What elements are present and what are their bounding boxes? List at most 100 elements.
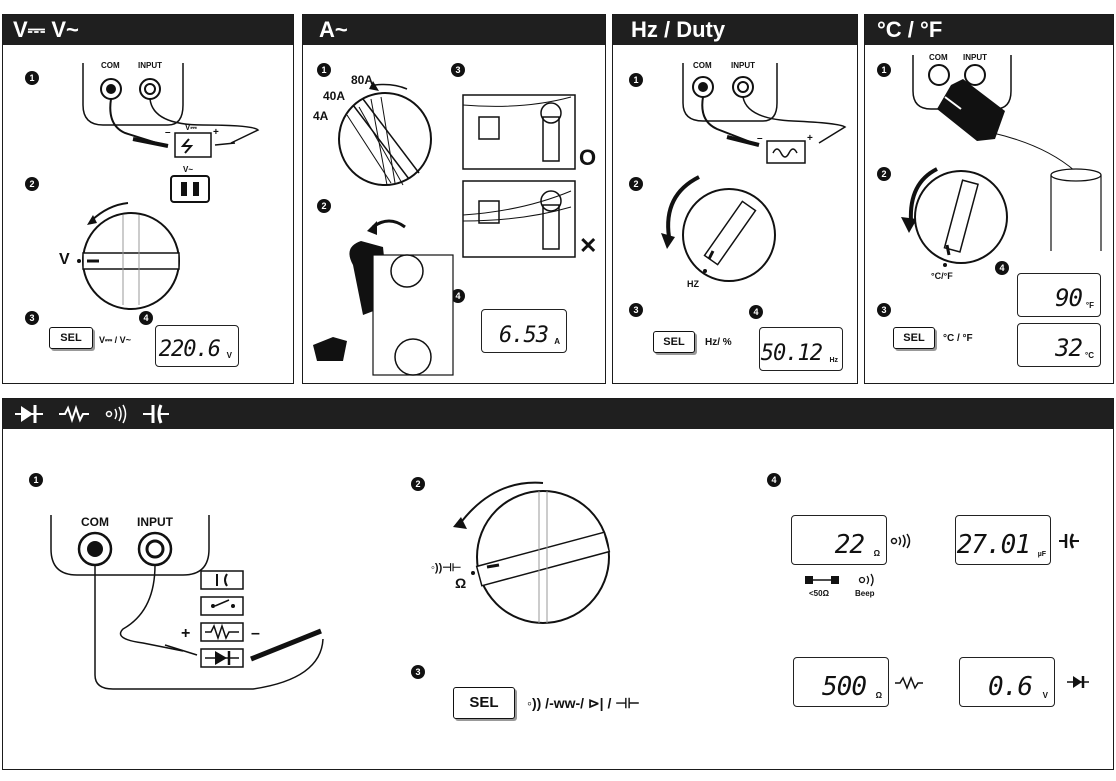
com-jack-label: COM bbox=[693, 61, 712, 70]
volt-reading: 220.6 bbox=[158, 337, 221, 362]
step-4-badge: 4 bbox=[451, 289, 465, 303]
step-2-badge: 2 bbox=[25, 177, 39, 191]
step-2-badge: 2 bbox=[629, 177, 643, 191]
fahrenheit-reading: 90 bbox=[1055, 284, 1083, 312]
resistor-icon bbox=[895, 675, 923, 691]
beep-label: Beep bbox=[855, 589, 875, 598]
temp-panel: °C / °F 1 2 3 4 COM INPUT °C/°F 90 °F 32… bbox=[864, 14, 1114, 384]
dc-source-label: V⎓ bbox=[185, 123, 197, 132]
capacitance-lcd: 27.01 µF bbox=[955, 515, 1051, 565]
hz-reading: 50.12 bbox=[760, 341, 823, 366]
resistance-unit: Ω bbox=[875, 691, 882, 700]
input-jack-label: INPUT bbox=[963, 53, 987, 62]
step-3-badge: 3 bbox=[25, 311, 39, 325]
celsius-reading: 32 bbox=[1055, 334, 1083, 362]
capacitor-icon bbox=[143, 404, 169, 424]
short-circuit-icon bbox=[805, 576, 839, 584]
input-jack-label: INPUT bbox=[138, 61, 162, 70]
amp-reading: 6.53 bbox=[499, 323, 549, 348]
step-2-badge: 2 bbox=[411, 477, 425, 491]
rotary-dial bbox=[453, 481, 611, 624]
diode-reading: 0.6 bbox=[988, 672, 1033, 702]
wrong-icon: ✕ bbox=[579, 233, 598, 258]
probe-plus-label: + bbox=[181, 625, 191, 642]
volt-lcd: 220.6 V bbox=[155, 325, 239, 367]
capacitance-unit: µF bbox=[1037, 551, 1046, 558]
step-1-badge: 1 bbox=[629, 73, 643, 87]
step-1-badge: 1 bbox=[317, 63, 331, 77]
dial-hz-label: HZ bbox=[687, 279, 699, 289]
correct-icon: O bbox=[579, 145, 597, 170]
continuity-reading: 22 bbox=[834, 530, 865, 560]
probe-minus-label: – bbox=[757, 133, 763, 144]
probe-plus-label: + bbox=[807, 133, 813, 144]
step-4-badge: 4 bbox=[995, 261, 1009, 275]
fahrenheit-unit: °F bbox=[1085, 301, 1094, 310]
range-4a-label: 4A bbox=[313, 109, 329, 123]
probe-plus-label: + bbox=[213, 127, 219, 138]
sel-button[interactable]: SEL bbox=[653, 331, 695, 353]
meter-jacks-illustration bbox=[82, 63, 260, 203]
bottom-mode-text: ◦)) /-ᴡᴡ-/ ⊳| / ⊣⊢ bbox=[527, 695, 640, 711]
volt-panel: V⎓ V~ 1 2 3 4 – + COM INPUT V⎓ V~ V SEL … bbox=[2, 14, 294, 384]
step-2-badge: 2 bbox=[877, 167, 891, 181]
step-1-badge: 1 bbox=[877, 63, 891, 77]
sel-button[interactable]: SEL bbox=[893, 327, 935, 349]
sel-button[interactable]: SEL bbox=[453, 687, 515, 719]
fahrenheit-lcd: 90 °F bbox=[1017, 273, 1101, 317]
temp-panel-title: °C / °F bbox=[865, 15, 1113, 45]
short-threshold-label: <50Ω bbox=[809, 589, 829, 598]
resistor-icon bbox=[59, 404, 89, 424]
com-jack-label: COM bbox=[101, 61, 120, 70]
dial-ohm-label: Ω bbox=[455, 575, 467, 591]
rotary-dial bbox=[77, 202, 180, 310]
com-jack-label: COM bbox=[929, 53, 948, 62]
resistance-reading: 500 bbox=[822, 672, 867, 702]
step-2-badge: 2 bbox=[317, 199, 331, 213]
range-80a-label: 80A bbox=[351, 73, 374, 87]
diode-unit: V bbox=[1042, 691, 1048, 700]
hz-unit: Hz bbox=[829, 357, 838, 364]
amp-unit: A bbox=[554, 337, 560, 346]
capacitance-reading: 27.01 bbox=[956, 530, 1031, 560]
hz-panel: Hz / Duty 1 2 3 4 COM INPUT – + HZ SEL H… bbox=[612, 14, 858, 384]
sel-button[interactable]: SEL bbox=[49, 327, 93, 349]
volt-unit: V bbox=[226, 351, 232, 360]
continuity-unit: Ω bbox=[873, 549, 880, 558]
clamp-meter-illustration bbox=[313, 219, 454, 376]
amp-lcd: 6.53 A bbox=[481, 309, 567, 353]
clamp-correct-illustration bbox=[462, 94, 576, 258]
step-4-badge: 4 bbox=[139, 311, 153, 325]
step-3-badge: 3 bbox=[877, 303, 891, 317]
temp-mode-text: °C / °F bbox=[943, 333, 973, 344]
step-4-badge: 4 bbox=[767, 473, 781, 487]
meter-jacks-illustration bbox=[661, 63, 847, 282]
bottom-panel-header bbox=[3, 399, 1113, 429]
resistance-lcd: 500 Ω bbox=[793, 657, 889, 707]
probe-minus-label: – bbox=[165, 127, 171, 138]
step-3-badge: 3 bbox=[629, 303, 643, 317]
diode-icon bbox=[1067, 676, 1089, 688]
hz-lcd: 50.12 Hz bbox=[759, 327, 843, 371]
beep-icon bbox=[858, 573, 874, 587]
continuity-icon bbox=[105, 404, 127, 424]
input-jack-label: INPUT bbox=[137, 515, 173, 529]
capacitor-icon bbox=[1059, 533, 1079, 549]
thermocouple-illustration bbox=[901, 55, 1102, 267]
dial-temp-label: °C/°F bbox=[931, 271, 953, 281]
celsius-unit: °C bbox=[1085, 351, 1094, 360]
amp-panel: A~ 1 2 3 4 80A 40A 4A O ✕ bbox=[302, 14, 606, 384]
continuity-icon bbox=[890, 533, 911, 549]
step-3-badge: 3 bbox=[411, 665, 425, 679]
step-3-badge: 3 bbox=[451, 63, 465, 77]
hz-panel-title: Hz / Duty bbox=[613, 15, 857, 45]
ac-source-label: V~ bbox=[183, 165, 194, 174]
step-1-badge: 1 bbox=[25, 71, 39, 85]
volt-panel-title: V⎓ V~ bbox=[3, 15, 293, 45]
amp-dial bbox=[338, 81, 432, 186]
diode-resistance-panel: 1 2 3 4 COM INPUT + – ◦))⊣⊢ Ω bbox=[2, 398, 1114, 770]
step-1-badge: 1 bbox=[29, 473, 43, 487]
dial-cont-cap-label: ◦))⊣⊢ bbox=[431, 562, 462, 574]
dial-volt-label: V bbox=[59, 251, 70, 268]
diode-icon bbox=[15, 405, 43, 423]
